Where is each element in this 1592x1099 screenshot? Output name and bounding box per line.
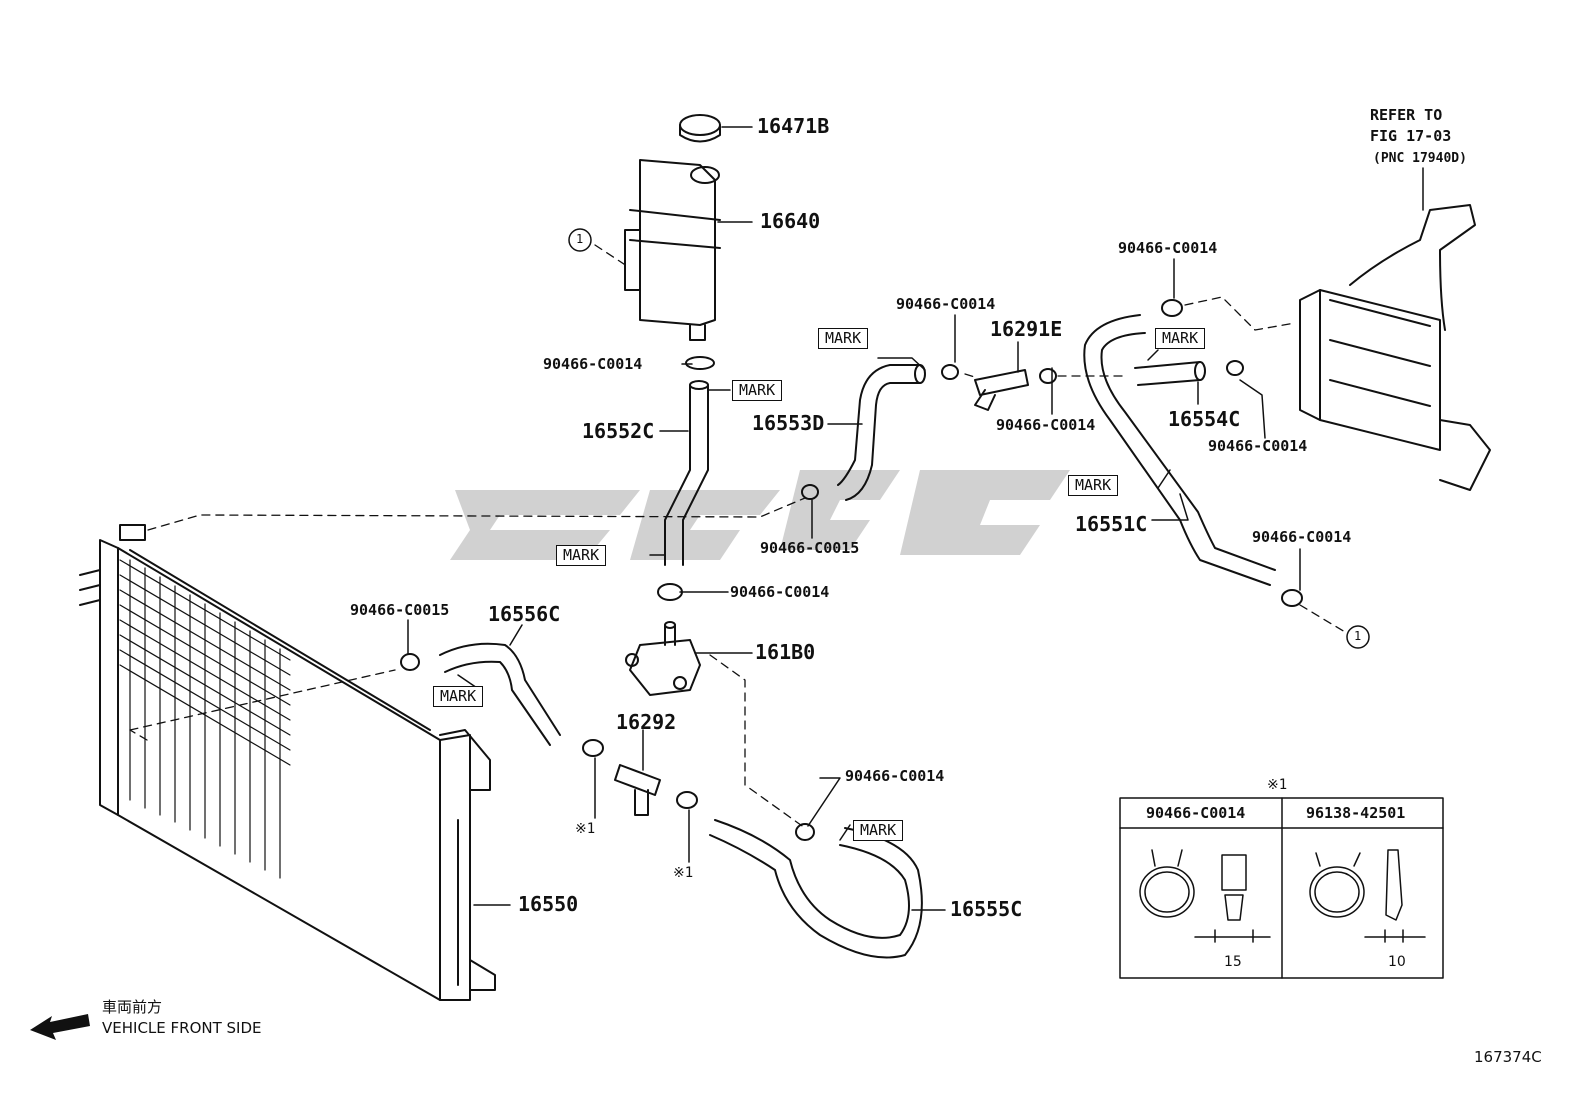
mark-16552C-bottom: MARK bbox=[556, 545, 607, 567]
label-16553D: 16553D bbox=[752, 411, 825, 435]
circle-ref-16551C: 1 bbox=[1354, 629, 1362, 643]
ref-note-line-3: (PNC 17940D) bbox=[1373, 151, 1467, 166]
hose-16551C bbox=[1083, 314, 1276, 586]
label-clamp-16551C-bottom: 90466-C0014 bbox=[1252, 528, 1352, 546]
mark-16554C: MARK bbox=[1155, 328, 1206, 350]
circle-ref-reservoir: 1 bbox=[576, 232, 584, 246]
label-clamp-16291E: 90466-C0014 bbox=[996, 416, 1096, 434]
mark-16552C-top: MARK bbox=[732, 380, 783, 402]
label-16555C: 16555C bbox=[950, 897, 1023, 921]
hose-16555C bbox=[709, 819, 923, 959]
fitting-16291E bbox=[974, 369, 1029, 411]
table-col1-dim: 15 bbox=[1224, 954, 1242, 970]
mark-16551C: MARK bbox=[1068, 475, 1119, 497]
label-clamp-reservoir: 90466-C0014 bbox=[543, 355, 643, 373]
mark-16553D: MARK bbox=[818, 328, 869, 350]
leader-lines bbox=[407, 126, 1424, 911]
label-16556C: 16556C bbox=[488, 602, 561, 626]
label-clamp-16555C: 90466-C0014 bbox=[845, 767, 945, 785]
label-16551C: 16551C bbox=[1075, 512, 1148, 536]
label-16471B: 16471B bbox=[757, 114, 830, 138]
clamp-spec-table bbox=[1119, 797, 1444, 979]
label-16550: 16550 bbox=[518, 892, 579, 916]
figure-id: 167374C bbox=[1474, 1048, 1542, 1066]
label-clamp-16554C: 90466-C0014 bbox=[1208, 437, 1308, 455]
label-clamp-16556C: 90466-C0015 bbox=[350, 601, 450, 619]
ref-note-line-1: REFER TO bbox=[1370, 106, 1443, 124]
clamps bbox=[400, 299, 1303, 841]
watermark bbox=[450, 470, 1070, 560]
table-title: ※1 bbox=[1267, 777, 1288, 793]
fitting-16292 bbox=[614, 764, 661, 816]
mark-16556C: MARK bbox=[433, 686, 484, 708]
label-161B0: 161B0 bbox=[755, 640, 816, 664]
label-16640: 16640 bbox=[760, 209, 821, 233]
note-ref-right: ※1 bbox=[673, 865, 694, 881]
direction-jp: 車両前方 bbox=[102, 998, 163, 1016]
ref-note-line-2: FIG 17-03 bbox=[1370, 127, 1452, 145]
table-col2-dim: 10 bbox=[1388, 954, 1406, 970]
mark-16555C: MARK bbox=[853, 820, 904, 842]
cap-16471B bbox=[679, 114, 721, 143]
direction-en: VEHICLE FRONT SIDE bbox=[102, 1019, 262, 1037]
label-clamp-16551C-top: 90466-C0014 bbox=[1118, 239, 1218, 257]
label-16552C: 16552C bbox=[582, 419, 655, 443]
label-16554C: 16554C bbox=[1168, 407, 1241, 431]
front-direction-arrow bbox=[30, 1014, 90, 1040]
radiator-16550 bbox=[79, 524, 496, 1001]
hose-16556C bbox=[439, 642, 561, 746]
label-16292: 16292 bbox=[616, 710, 677, 734]
dashed-lines bbox=[129, 244, 1346, 829]
table-col2-part: 96138-42501 bbox=[1306, 804, 1406, 822]
table-col1-part: 90466-C0014 bbox=[1146, 804, 1246, 822]
hose-16552C bbox=[664, 380, 709, 566]
intercooler bbox=[1299, 204, 1491, 491]
label-16291E: 16291E bbox=[990, 317, 1063, 341]
circle-refs bbox=[568, 228, 1370, 649]
label-clamp-16553D-bottom: 90466-C0015 bbox=[760, 539, 860, 557]
hose-16554C bbox=[1134, 361, 1206, 386]
note-ref-left: ※1 bbox=[575, 821, 596, 837]
label-clamp-pump: 90466-C0014 bbox=[730, 583, 830, 601]
label-clamp-16553D-top: 90466-C0014 bbox=[896, 295, 996, 313]
water-pump-161B0 bbox=[625, 621, 701, 696]
reservoir-tank-16640 bbox=[624, 159, 721, 341]
